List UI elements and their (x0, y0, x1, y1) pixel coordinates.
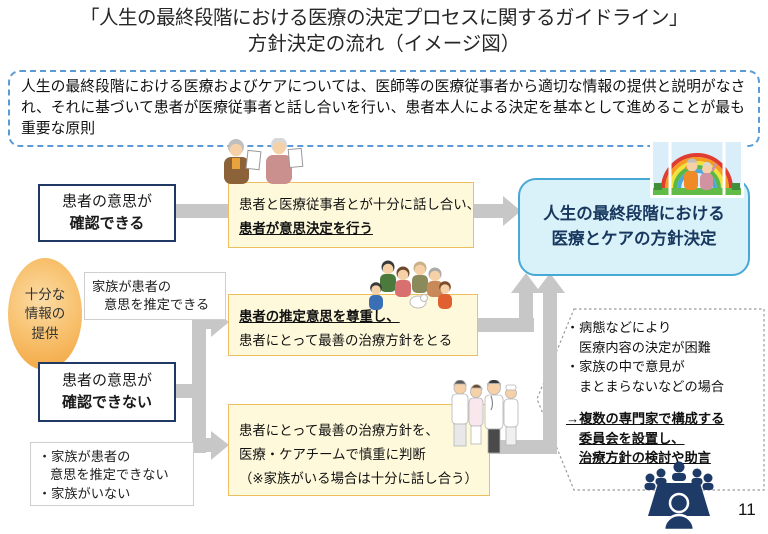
family-can-estimate-box: 家族が患者の 意思を推定できる (84, 272, 226, 320)
process-box-estimated-will: 患者の推定意思を尊重し、 患者にとって最善の治療方針をとる (228, 294, 478, 356)
info-line2: 情報の (24, 306, 66, 322)
cannot-confirm-line2: 確認できない (61, 394, 152, 411)
arrow-box3-head (535, 273, 565, 293)
exception-bullet2b: まとまらないなどの場合 (579, 378, 725, 394)
principle-note-text: 人生の最終段階における医療およびケアについては、医師等の医療従事者から適切な情報… (21, 79, 746, 138)
arrow-branch-vertical (192, 315, 206, 453)
box3-line1: 患者にとって最善の治療方針を、 (239, 423, 439, 438)
condition-cannot-confirm-box: 患者の意思が 確認できない (38, 362, 176, 422)
arrow-box2-elbow-h (478, 318, 534, 332)
process-box-care-team: 患者にとって最善の治療方針を、 医療・ケアチームで慎重に判断 （※家族がいる場合… (228, 404, 490, 496)
box1-line2: 患者が意思決定を行う (239, 221, 373, 237)
outcome-line2: 医療とケアの方針決定 (551, 230, 717, 248)
family-cannot-line2: 意思を推定できない (50, 467, 169, 483)
box1-line1: 患者と医療従事者とが十分に話し合い、 (239, 197, 481, 212)
exception-action2: 委員会を設置し、 (579, 430, 685, 446)
can-confirm-line1: 患者の意思が (61, 192, 152, 210)
arrow-branch-to-box3-bar (192, 438, 212, 452)
page-title: 「人生の最終段階における医療の決定プロセスに関するガイドライン」 方針決定の流れ… (0, 6, 768, 57)
exception-action3: 治療方針の検討や助言 (579, 450, 711, 466)
process-box-patient-decides: 患者と医療従事者とが十分に話し合い、 患者が意思決定を行う (228, 182, 481, 248)
can-confirm-line2: 確認できる (69, 215, 145, 232)
exception-box-text: ・病態などにより 医療内容の決定が困難 ・家族の中で意見が まとまらないなどの場… (566, 318, 762, 468)
page-number: 11 (738, 500, 756, 519)
outcome-line1: 人生の最終段階における (543, 205, 725, 224)
family-estimate-line2: 意思を推定できる (104, 297, 210, 313)
arrow-branch-to-box3-head (211, 431, 229, 460)
family-cannot-line3: ・家族がいない (38, 485, 131, 501)
family-group-icon (369, 260, 452, 310)
box2-line2: 患者にとって最善の治療方針をとる (239, 333, 453, 349)
page-title-line1: 「人生の最終段階における医療の決定プロセスに関するガイドライン」 (79, 7, 689, 29)
exception-bullet1b: 医療内容の決定が困難 (579, 339, 711, 355)
info-line1: 十分な (24, 286, 66, 302)
committee-meeting-icon (644, 461, 714, 530)
info-provision-ellipse: 十分な 情報の 提供 (8, 258, 82, 370)
info-line3: 提供 (31, 325, 59, 341)
family-cannot-estimate-box: ・家族が患者の 意思を推定できない ・家族がいない (30, 442, 194, 506)
box3-line2: 医療・ケアチームで慎重に判断 (239, 447, 426, 463)
elderly-patients-with-documents-icon (224, 138, 304, 184)
arrow-box2-head (511, 273, 541, 293)
exception-bullet2a: ・家族の中で意見が (566, 359, 685, 375)
condition-can-confirm-box: 患者の意思が 確認できる (38, 184, 176, 242)
principle-note-box: 人生の最終段階における医療およびケアについては、医師等の医療従事者から適切な情報… (8, 70, 760, 148)
box2-line1: 患者の推定意思を尊重し、 (239, 309, 400, 324)
box3-line3: （※家族がいる場合は十分に話し合う） (239, 471, 478, 487)
page-title-line2: 方針決定の流れ（イメージ図） (247, 32, 521, 55)
cannot-confirm-line1: 患者の意思が (61, 371, 152, 389)
arrow-can-confirm-to-box1 (172, 204, 230, 218)
exception-action1: →複数の専門家で構成する (566, 411, 725, 427)
family-cannot-line1: ・家族が患者の (38, 449, 131, 464)
exception-bullet1a: ・病態などにより (566, 320, 672, 335)
family-estimate-line1: 家族が患者の (92, 279, 172, 294)
medical-care-team-icon (451, 380, 519, 454)
window-rainbow-elderly-couple-icon (650, 139, 744, 198)
